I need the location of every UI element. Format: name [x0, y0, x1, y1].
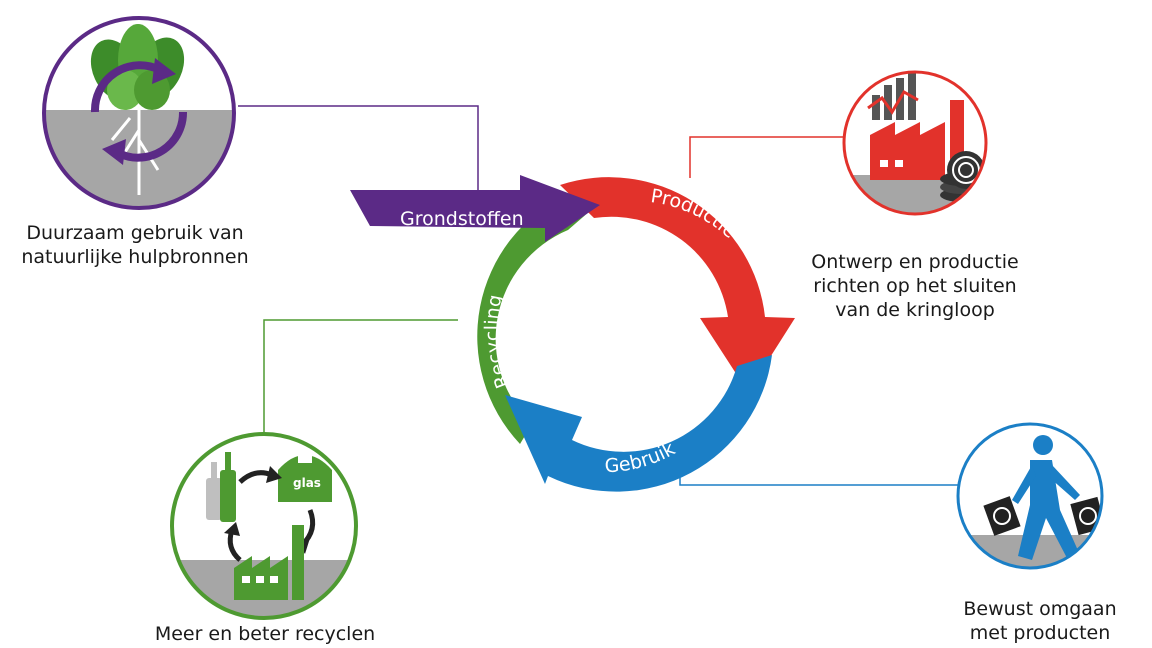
caption-recycling-line1: Meer en beter recyclen	[154, 623, 376, 645]
caption-resources: Duurzaam gebruik van natuurlijke hulpbro…	[0, 221, 270, 269]
caption-consumption-line1: Bewust omgaan	[963, 598, 1117, 620]
caption-resources-line1: Duurzaam gebruik van	[26, 222, 244, 244]
recycling-arrow	[477, 192, 612, 444]
caption-recycling: Meer en beter recyclen	[140, 622, 390, 646]
productie-arrow	[560, 177, 795, 392]
gebruik-arrow	[505, 355, 772, 492]
caption-production-line1: Ontwerp en productie	[811, 251, 1019, 273]
connector-line-resources	[238, 105, 479, 190]
cycle-arrows	[350, 175, 795, 492]
connector-line-recycling	[263, 319, 458, 432]
label-grondstoffen: Grondstoffen	[400, 208, 524, 230]
factory-coins-icon	[842, 70, 988, 216]
bottles-glass-bin-icon	[170, 432, 358, 620]
caption-consumption-line2: met producten	[969, 622, 1111, 644]
grondstoffen-arrow	[350, 175, 600, 242]
caption-production-line2: richten op het sluiten	[813, 275, 1017, 297]
connector-line-production	[689, 136, 845, 178]
caption-consumption: Bewust omgaan met producten	[950, 597, 1130, 645]
walking-person-bags-icon	[956, 422, 1104, 570]
glas-bin-label: glas	[293, 476, 321, 490]
caption-production-line3: van de kringloop	[835, 299, 995, 321]
caption-production: Ontwerp en productie richten op het slui…	[805, 250, 1025, 322]
connector-line-consumption	[679, 458, 958, 486]
plant-cycle-icon	[42, 16, 236, 210]
caption-resources-line2: natuurlijke hulpbronnen	[21, 246, 249, 268]
